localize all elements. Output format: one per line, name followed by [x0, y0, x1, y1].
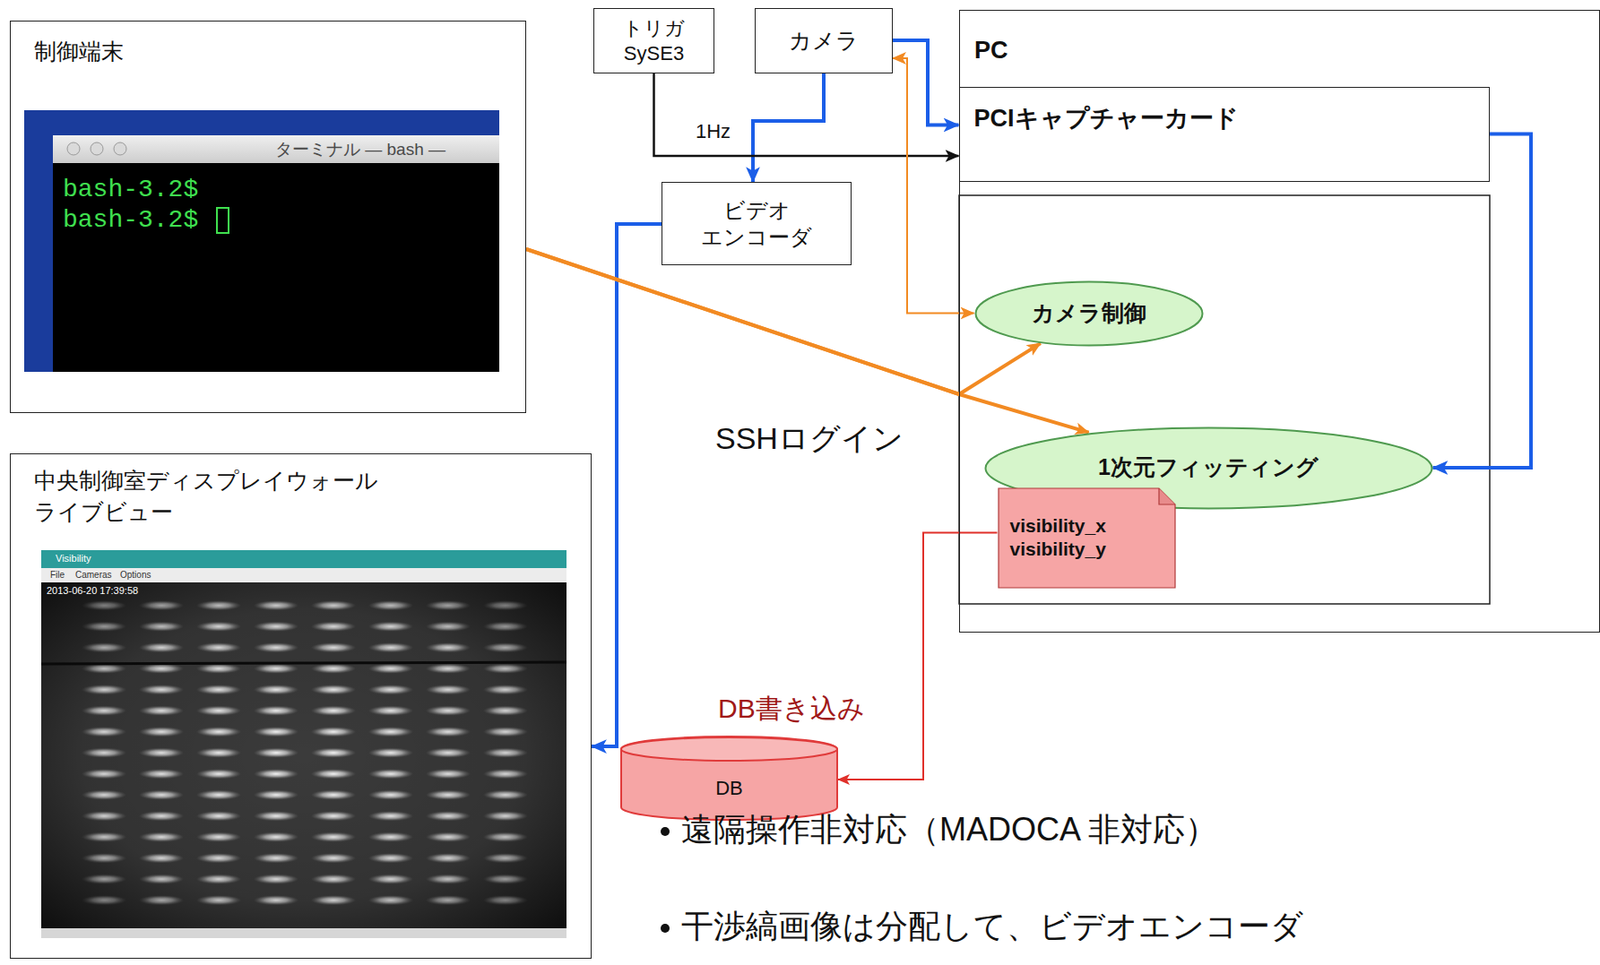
- bullet: [660, 924, 670, 934]
- app-title: Visibility: [55, 553, 92, 565]
- desktop-background: [24, 110, 500, 372]
- timestamp: 2013-06-20 17:39:58: [46, 585, 139, 597]
- app-menubar: [41, 568, 567, 583]
- node-label: 1次元フィッティング: [1098, 453, 1319, 482]
- text-group: カメラ: [788, 26, 859, 55]
- process-ellipse: カメラ制御: [974, 280, 1204, 347]
- edge-label: DB書き込み: [714, 693, 869, 726]
- menu-item: Options: [120, 570, 151, 581]
- shell-prompt: bash-3.2$: [62, 175, 199, 205]
- app-statusbar: [41, 928, 567, 939]
- cylinder-body: [621, 736, 838, 821]
- node-label: トリガ SySE3: [609, 16, 700, 66]
- node-label: 中央制御室ディスプレイウォール: [34, 467, 568, 495]
- camera-image: [41, 582, 567, 929]
- text-group: カメラ制御: [1031, 299, 1147, 328]
- text-group: 中央制御室ディスプレイウォールライブビュー: [34, 467, 568, 528]
- text-group: トリガ SySE3: [609, 16, 700, 66]
- note-bullet: 干渉縞画像は分配して、ビデオエンコーダ: [681, 908, 1304, 945]
- note-fold: [1158, 488, 1176, 505]
- output-note: visibility_x visibility_y: [997, 487, 1177, 589]
- note-bullet: 遠隔操作非対応（MADOCA 非対応）: [681, 811, 1218, 848]
- image-vignette: [41, 582, 567, 929]
- connector: [591, 224, 662, 747]
- connector: [892, 58, 975, 314]
- connector: [892, 40, 960, 126]
- node-label: PCIキャプチャーカード: [974, 103, 1475, 135]
- note-outline: [998, 488, 1176, 589]
- text-group: DB: [715, 776, 744, 802]
- node-label: ビデオ エンコーダ: [693, 197, 820, 251]
- node-label: PC: [974, 35, 1585, 67]
- cylinder-top: [621, 737, 838, 762]
- terminal-window: [52, 135, 500, 372]
- window-button: [113, 142, 127, 156]
- node-label: カメラ: [788, 26, 859, 55]
- text-group: 1次元フィッティング: [1098, 453, 1319, 482]
- software-frame: [959, 195, 1490, 605]
- connector: [752, 73, 824, 182]
- text-group: visibility_x visibility_y: [1010, 514, 1145, 563]
- node-sublabel: ライブビュー: [34, 498, 568, 527]
- text-group: PCIキャプチャーカード: [974, 103, 1475, 135]
- connector: [838, 533, 998, 781]
- ellipse-outline: [975, 281, 1203, 346]
- encoder-box: ビデオ エンコーダ: [661, 181, 852, 266]
- app-titlebar: [41, 550, 567, 569]
- shell-prompt: bash-3.2$: [62, 206, 199, 235]
- pc-box: PC PCIキャプチャーカードカメラ制御 1次元フィッティング visibility_…: [959, 9, 1600, 633]
- node-label: 制御端末: [34, 37, 502, 66]
- terminal-cursor: [216, 207, 229, 234]
- text-group: ビデオ エンコーダ: [693, 197, 820, 251]
- wire-shadow: [41, 662, 567, 665]
- bullet: [660, 827, 670, 837]
- database-cylinder: DB: [620, 736, 839, 822]
- window-button: [67, 142, 80, 156]
- node-label: visibility_x visibility_y: [1010, 514, 1145, 563]
- connector: [654, 73, 960, 156]
- terminal-screenshot: [24, 110, 500, 372]
- connector: [526, 249, 1041, 395]
- capture-card-box: PCIキャプチャーカード: [959, 86, 1490, 182]
- node-label: カメラ制御: [1031, 299, 1147, 328]
- node-outline: [997, 487, 1177, 589]
- text-group: 制御端末: [34, 37, 502, 66]
- connector: [526, 249, 1090, 433]
- window-title: ターミナル — bash —: [275, 139, 446, 160]
- terminal-titlebar: [52, 135, 500, 164]
- display-panel: 中央制御室ディスプレイウォールライブビュー: [9, 453, 592, 960]
- edge-label: SSHログイン: [711, 421, 908, 457]
- connector: [1433, 134, 1532, 469]
- menu-item: Cameras: [75, 570, 113, 581]
- photo-ground: [41, 550, 567, 939]
- node-label: DB: [715, 776, 744, 802]
- window-button: [90, 142, 104, 156]
- live-view-screenshot: [41, 550, 567, 939]
- text-group: PC: [974, 35, 1585, 67]
- edge-label: 1Hz: [691, 120, 735, 143]
- camera-box: カメラ: [754, 8, 893, 74]
- trigger-box: トリガ SySE3: [593, 8, 715, 74]
- menu-item: File: [50, 570, 65, 581]
